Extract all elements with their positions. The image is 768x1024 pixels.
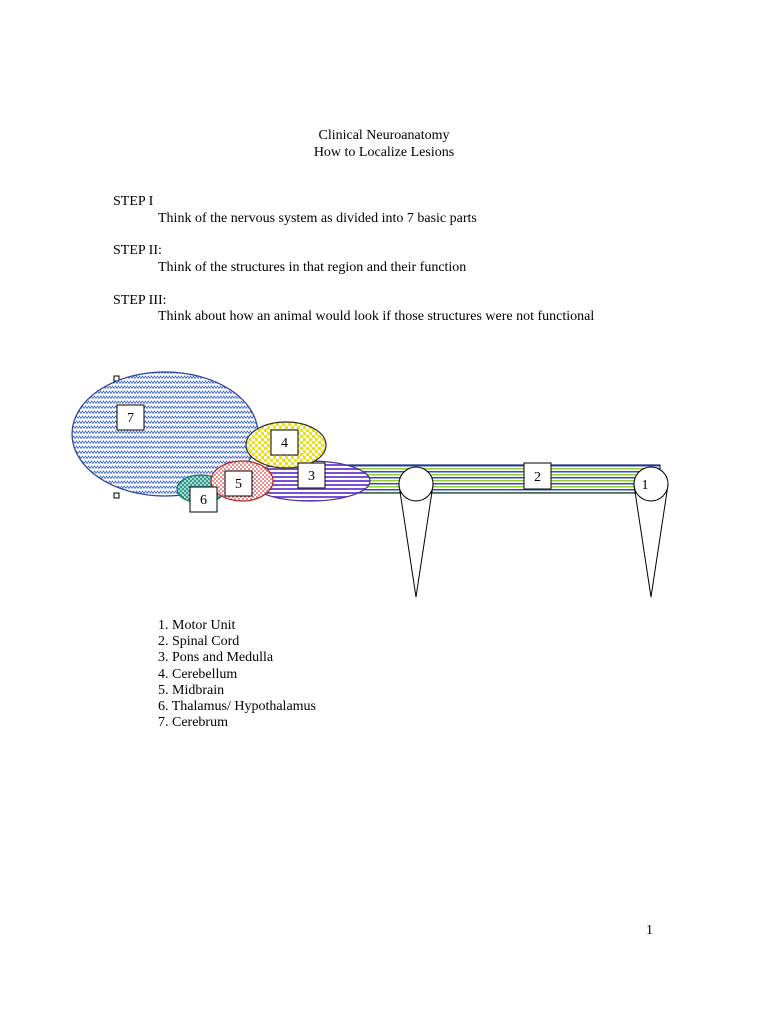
legend-item-cerebellum: 4. Cerebellum — [158, 666, 238, 682]
document-subtitle: How to Localize Lesions — [313, 145, 455, 160]
motor-neuron-right — [633, 466, 669, 502]
label-box-4: 4 — [270, 429, 299, 456]
label-5: 5 — [235, 477, 242, 492]
step-2-heading: STEP II: — [113, 243, 162, 258]
label-box-6: 6 — [189, 486, 218, 513]
label-box-5: 5 — [224, 470, 253, 497]
legend-item-motor-unit: 1. Motor Unit — [158, 618, 236, 633]
label-1: 1 — [642, 478, 649, 493]
motor-nerve-cone-right — [633, 484, 669, 598]
label-box-2: 2 — [523, 462, 552, 490]
step-1-text: Think of the nervous system as divided i… — [158, 211, 477, 226]
label-7: 7 — [127, 411, 134, 426]
label-box-7: 7 — [116, 404, 145, 431]
legend-item-cerebrum: 7. Cerebrum — [158, 715, 228, 731]
motor-neuron-left — [398, 466, 434, 502]
label-3: 3 — [308, 469, 315, 484]
step-3-text: Think about how an animal would look if … — [158, 309, 595, 324]
document-title: Clinical Neuroanatomy — [318, 128, 450, 143]
motor-nerve-cone-left — [398, 484, 434, 598]
legend-item-pons-medulla: 3. Pons and Medulla — [158, 650, 274, 666]
label-box-3: 3 — [297, 462, 326, 489]
label-6: 6 — [200, 493, 207, 508]
label-4: 4 — [281, 436, 288, 451]
page-number: 1 — [646, 923, 653, 938]
label-2: 2 — [534, 470, 541, 485]
legend-item-midbrain: 5. Midbrain — [158, 682, 225, 698]
legend-item-spinal-cord: 2. Spinal Cord — [158, 634, 240, 650]
legend-list: 1. Motor Unit 2. Spinal Cord 3. Pons and… — [158, 618, 316, 731]
spinal-cord-region — [329, 464, 661, 494]
step-3-heading: STEP III: — [113, 293, 167, 308]
step-2-text: Think of the structures in that region a… — [158, 260, 467, 275]
legend-item-thalamus: 6. Thalamus/ Hypothalamus — [158, 699, 316, 715]
step-1-heading: STEP I — [113, 194, 154, 209]
selection-handle-bottom — [113, 492, 120, 499]
